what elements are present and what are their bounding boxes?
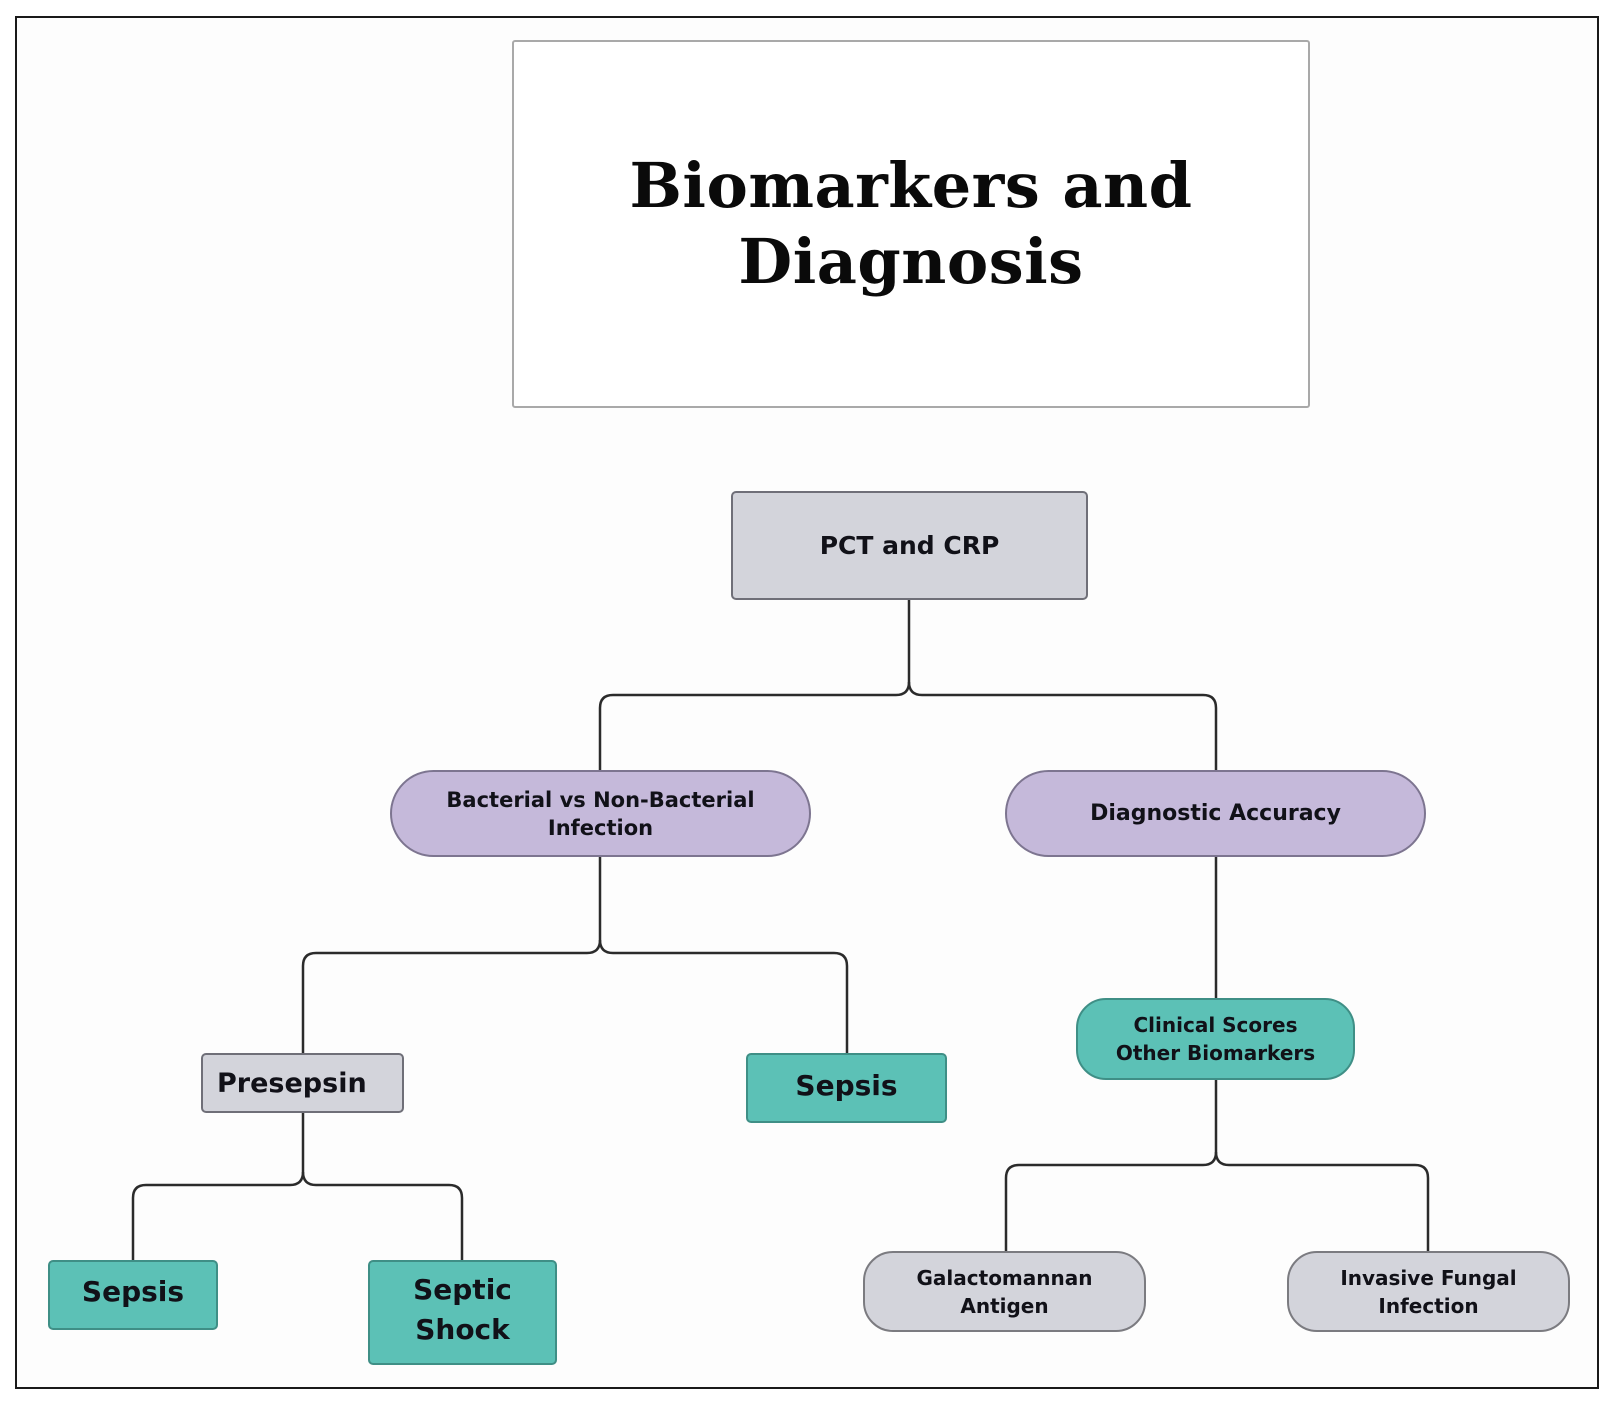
node-label: Septic Shock	[413, 1272, 512, 1346]
node-diagnostic-accuracy: Diagnostic Accuracy	[1005, 770, 1426, 857]
node-label: Sepsis	[81, 1274, 185, 1308]
node-pct-crp: PCT and CRP	[731, 491, 1088, 600]
node-septic-shock: Septic Shock	[368, 1260, 557, 1365]
node-label: PCT and CRP	[819, 531, 1000, 560]
node-sepsis-low: Sepsis	[48, 1260, 218, 1330]
node-sepsis-mid: Sepsis	[746, 1053, 947, 1123]
node-label: Galactomannan Antigen	[916, 1265, 1093, 1318]
diagram-title: Biomarkers and Diagnosis	[629, 149, 1193, 298]
node-invasive-fungal-infection: Invasive Fungal Infection	[1287, 1251, 1570, 1332]
node-label: Clinical Scores Other Biomarkers	[1115, 1013, 1316, 1065]
node-presepsin: Presepsin	[201, 1053, 404, 1113]
node-clinical-scores: Clinical Scores Other Biomarkers	[1076, 998, 1355, 1080]
title-box: Biomarkers and Diagnosis	[512, 40, 1310, 408]
node-galactomannan-antigen: Galactomannan Antigen	[863, 1251, 1146, 1332]
node-label: Invasive Fungal Infection	[1340, 1265, 1517, 1318]
node-label: Sepsis	[795, 1068, 898, 1102]
node-label: Presepsin	[217, 1067, 367, 1099]
node-bacterial-vs-non-bacterial: Bacterial vs Non-Bacterial Infection	[390, 770, 811, 857]
node-label: Bacterial vs Non-Bacterial Infection	[446, 787, 755, 840]
node-label: Diagnostic Accuracy	[1090, 801, 1341, 826]
